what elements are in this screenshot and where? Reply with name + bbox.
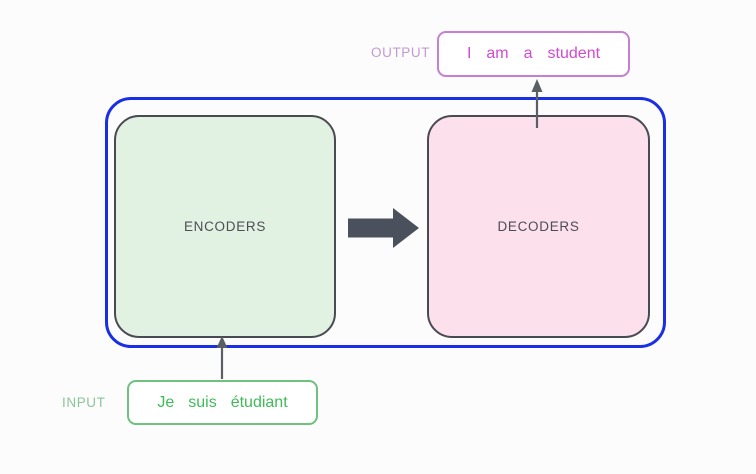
- output-box: I am a student: [437, 31, 630, 77]
- input-token: étudiant: [230, 393, 288, 411]
- input-token: Je: [157, 393, 175, 411]
- model-container: [105, 97, 666, 348]
- input-token-list: Je suis étudiant: [157, 394, 287, 412]
- output-token: student: [547, 45, 601, 62]
- input-label: INPUT: [62, 395, 106, 410]
- input-token: suis: [188, 393, 217, 411]
- input-box: Je suis étudiant: [127, 380, 318, 425]
- output-token: I: [466, 45, 472, 62]
- output-token-list: I am a student: [467, 45, 600, 63]
- output-token: a: [523, 45, 533, 62]
- encoders-box: ENCODERS: [114, 115, 336, 338]
- encoders-label: ENCODERS: [183, 219, 267, 234]
- decoders-label: DECODERS: [497, 219, 580, 234]
- output-token: am: [486, 45, 509, 62]
- decoders-box: DECODERS: [427, 115, 650, 338]
- output-label: OUTPUT: [371, 45, 431, 60]
